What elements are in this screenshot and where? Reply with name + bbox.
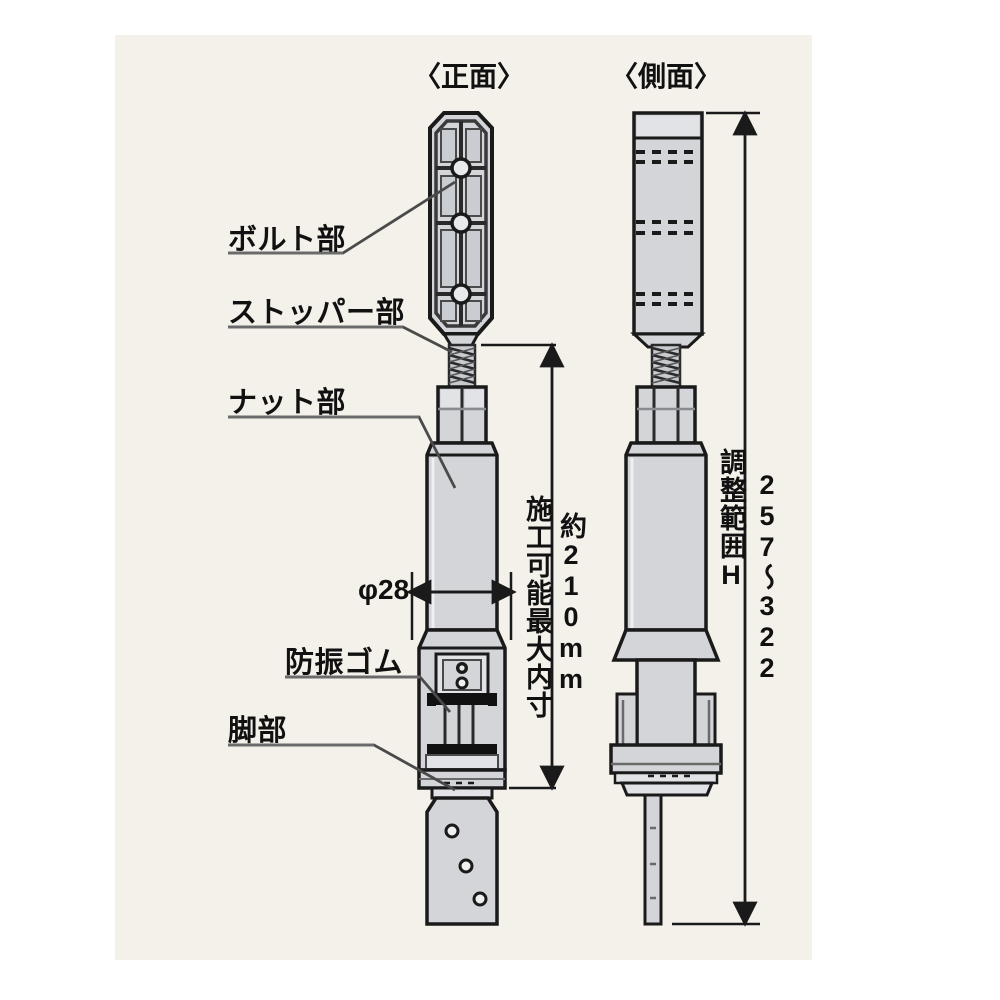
label-nut-part: ナット部 (228, 387, 347, 419)
front-view-base-flange (417, 768, 507, 800)
side-view-bolt-head (630, 111, 706, 349)
dimension-diameter-text: φ28 (358, 574, 410, 605)
dimension-range-value: 257〜322 (752, 470, 782, 684)
front-view-stopper (436, 385, 488, 445)
front-view-title: 〈正面〉 (413, 61, 526, 92)
label-underlines (228, 251, 420, 747)
side-view-title: 〈側面〉 (610, 61, 723, 92)
label-bolt-part: ボルト部 (228, 224, 347, 256)
front-view-foot-plate (425, 796, 499, 926)
front-view-threaded-rod (447, 343, 477, 389)
dimension-inner-label: 施工可能最大内寸 (522, 495, 552, 719)
label-damper: 防振ゴム (285, 647, 404, 679)
side-view-stopper (635, 385, 697, 445)
label-foot-part: 脚部 (228, 715, 288, 747)
front-view-damper-housing (417, 628, 507, 772)
front-view-nut-body (425, 441, 499, 632)
dimension-range-label: 調整範囲H (716, 448, 746, 591)
label-stopper-part: ストッパー部 (228, 297, 406, 329)
dimension-phi28 (406, 572, 517, 640)
dimension-inner-value: 約210mm (556, 512, 586, 695)
front-view-bolt-head (428, 111, 494, 349)
dimension-range-h (672, 110, 760, 927)
dimension-inner-height (481, 342, 565, 791)
side-view-foot-plate-edge (643, 793, 663, 926)
side-view-threaded-rod (650, 343, 682, 389)
side-view-damper-housing (609, 628, 723, 797)
side-view-nut-body (624, 441, 708, 632)
